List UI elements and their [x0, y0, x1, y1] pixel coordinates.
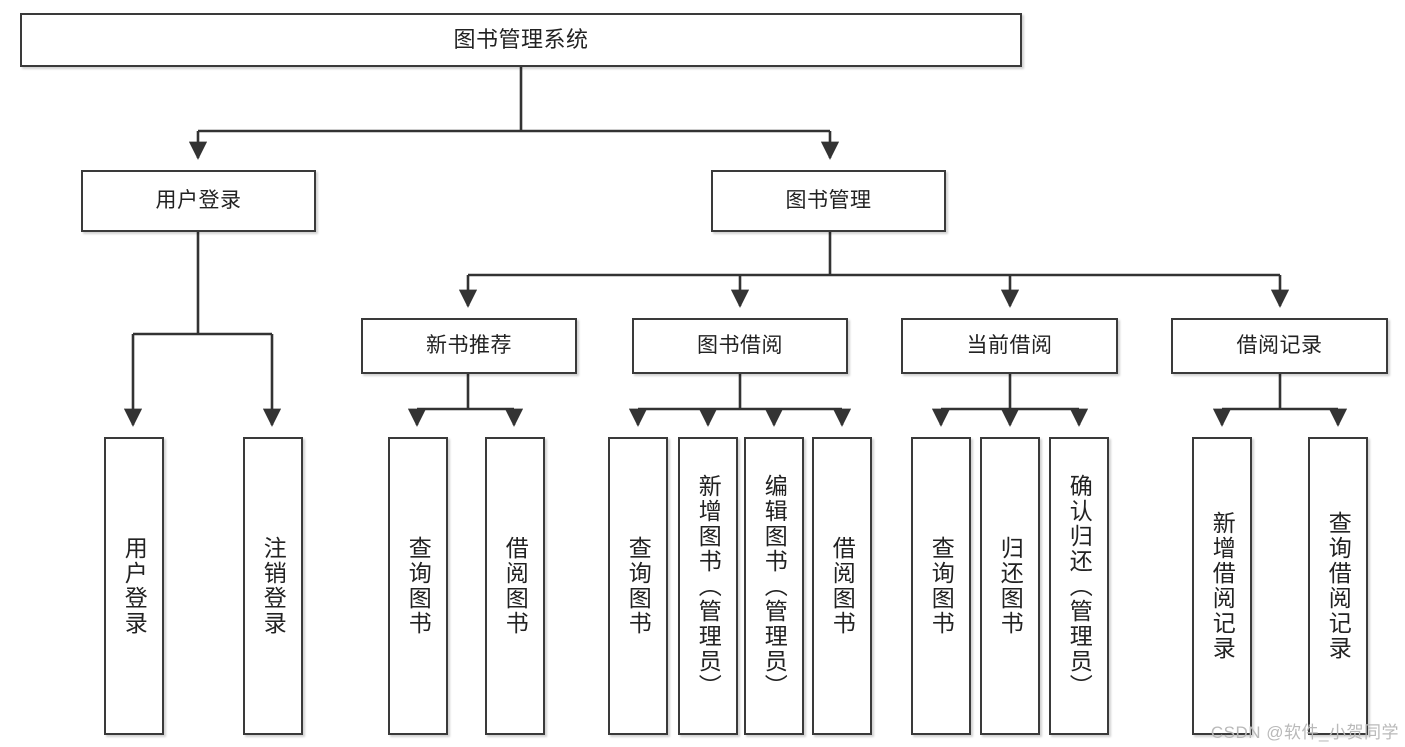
node-root-system[interactable]: 图书管理系统 — [20, 13, 1022, 67]
node-label: 图书管理系统 — [453, 26, 589, 52]
node-borrow-record[interactable]: 借阅记录 — [1171, 318, 1388, 374]
node-book-manage[interactable]: 图书管理 — [711, 170, 946, 232]
node-current-borrow[interactable]: 当前借阅 — [901, 318, 1118, 374]
node-label: 查询图书 — [928, 536, 955, 636]
node-label: 借阅记录 — [1236, 334, 1323, 358]
node-label: 借阅图书 — [829, 536, 856, 636]
leaf-borrow-book-recommend[interactable]: 借阅图书 — [485, 437, 545, 735]
leaf-add-book[interactable]: 新增图书（管理员） — [678, 437, 738, 735]
csdn-watermark: CSDN @软件_小贺同学 — [1210, 723, 1399, 742]
node-new-book-recommend[interactable]: 新书推荐 — [361, 318, 577, 374]
leaf-add-borrow-record[interactable]: 新增借阅记录 — [1192, 437, 1252, 735]
node-label: 归还图书 — [997, 536, 1024, 636]
node-label: 新增图书（管理员） — [695, 473, 722, 699]
leaf-edit-book[interactable]: 编辑图书（管理员） — [744, 437, 804, 735]
leaf-query-book-borrow[interactable]: 查询图书 — [608, 437, 668, 735]
leaf-logout-login[interactable]: 注销登录 — [243, 437, 303, 735]
node-label: 注销登录 — [260, 536, 287, 636]
leaf-confirm-return[interactable]: 确认归还（管理员） — [1049, 437, 1109, 735]
node-label: 用户登录 — [155, 189, 242, 213]
node-label: 查询图书 — [405, 536, 432, 636]
node-label: 当前借阅 — [966, 334, 1053, 358]
node-label: 查询图书 — [625, 536, 652, 636]
leaf-return-book[interactable]: 归还图书 — [980, 437, 1040, 735]
node-label: 新书推荐 — [426, 334, 512, 358]
leaf-query-book-recommend[interactable]: 查询图书 — [388, 437, 448, 735]
node-label: 确认归还（管理员） — [1066, 473, 1093, 699]
leaf-query-borrow-record[interactable]: 查询借阅记录 — [1308, 437, 1368, 735]
node-label: 新增借阅记录 — [1209, 511, 1236, 661]
node-label: 查询借阅记录 — [1325, 511, 1352, 661]
node-user-login[interactable]: 用户登录 — [81, 170, 316, 232]
node-book-borrow[interactable]: 图书借阅 — [632, 318, 848, 374]
node-label: 图书管理 — [785, 189, 872, 213]
node-label: 图书借阅 — [697, 334, 783, 358]
node-label: 借阅图书 — [502, 536, 529, 636]
leaf-query-book-current[interactable]: 查询图书 — [911, 437, 971, 735]
node-label: 编辑图书（管理员） — [761, 473, 788, 699]
node-label: 用户登录 — [121, 536, 148, 636]
leaf-borrow-book[interactable]: 借阅图书 — [812, 437, 872, 735]
leaf-user-login[interactable]: 用户登录 — [104, 437, 164, 735]
